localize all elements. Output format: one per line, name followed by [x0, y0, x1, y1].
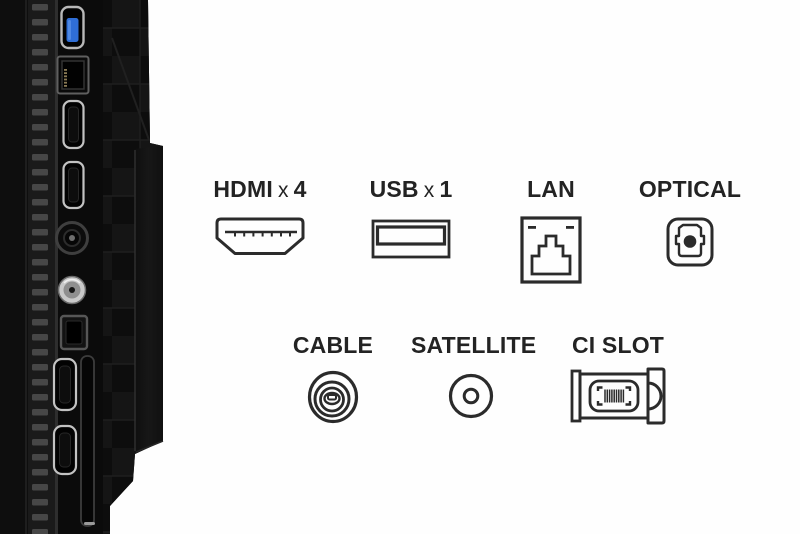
usb-label-times: x — [423, 179, 435, 202]
ci-module-icon — [570, 367, 666, 425]
tv-side-panel-photo — [0, 0, 164, 534]
lan-label: LAN — [511, 178, 591, 201]
usb-label-count: 1 — [439, 176, 453, 202]
cable-coax-port — [55, 221, 89, 255]
optical-toslink-icon — [666, 217, 714, 267]
satellite-coax-port — [57, 275, 87, 305]
cable-coax-icon — [307, 370, 359, 424]
ci-slot-label: CI SLOT — [558, 334, 678, 357]
hdmi-label-count: 4 — [293, 176, 307, 202]
hdmi-label-name: HDMI — [213, 176, 273, 202]
usb-label-name: USB — [369, 176, 419, 202]
satellite-coax-icon — [448, 373, 494, 419]
hdmi-port — [62, 99, 85, 150]
ci-slot-label-name: CI SLOT — [571, 332, 665, 358]
usb-connector-icon — [371, 219, 451, 259]
panel-edge-fin — [134, 146, 164, 453]
hdmi-port — [62, 160, 85, 210]
legend-cable: CABLE — [288, 334, 378, 424]
legend-ci-slot: CI SLOT — [558, 334, 678, 425]
legend-lan: LAN — [511, 178, 591, 284]
lan-label-name: LAN — [527, 176, 575, 202]
hdmi-port — [52, 357, 78, 412]
legend-satellite: SATELLITE — [411, 334, 536, 420]
satellite-label-name: SATELLITE — [411, 332, 537, 358]
hdmi-port — [52, 424, 78, 476]
cable-label-name: CABLE — [292, 332, 374, 358]
legend-optical: OPTICAL — [635, 178, 745, 267]
optical-label-name: OPTICAL — [638, 176, 742, 202]
optical-audio-port — [59, 314, 89, 351]
vent-strip — [28, 0, 55, 534]
cable-label: CABLE — [288, 334, 378, 357]
ethernet-jack-icon — [520, 216, 582, 284]
hdmi-label-times: x — [277, 179, 289, 202]
optical-label: OPTICAL — [635, 178, 745, 201]
satellite-label: SATELLITE — [411, 334, 536, 357]
ci-card-slot — [80, 355, 95, 527]
hdmi-connector-icon — [215, 217, 305, 255]
ethernet-port — [56, 55, 90, 95]
usb-port — [60, 5, 85, 50]
